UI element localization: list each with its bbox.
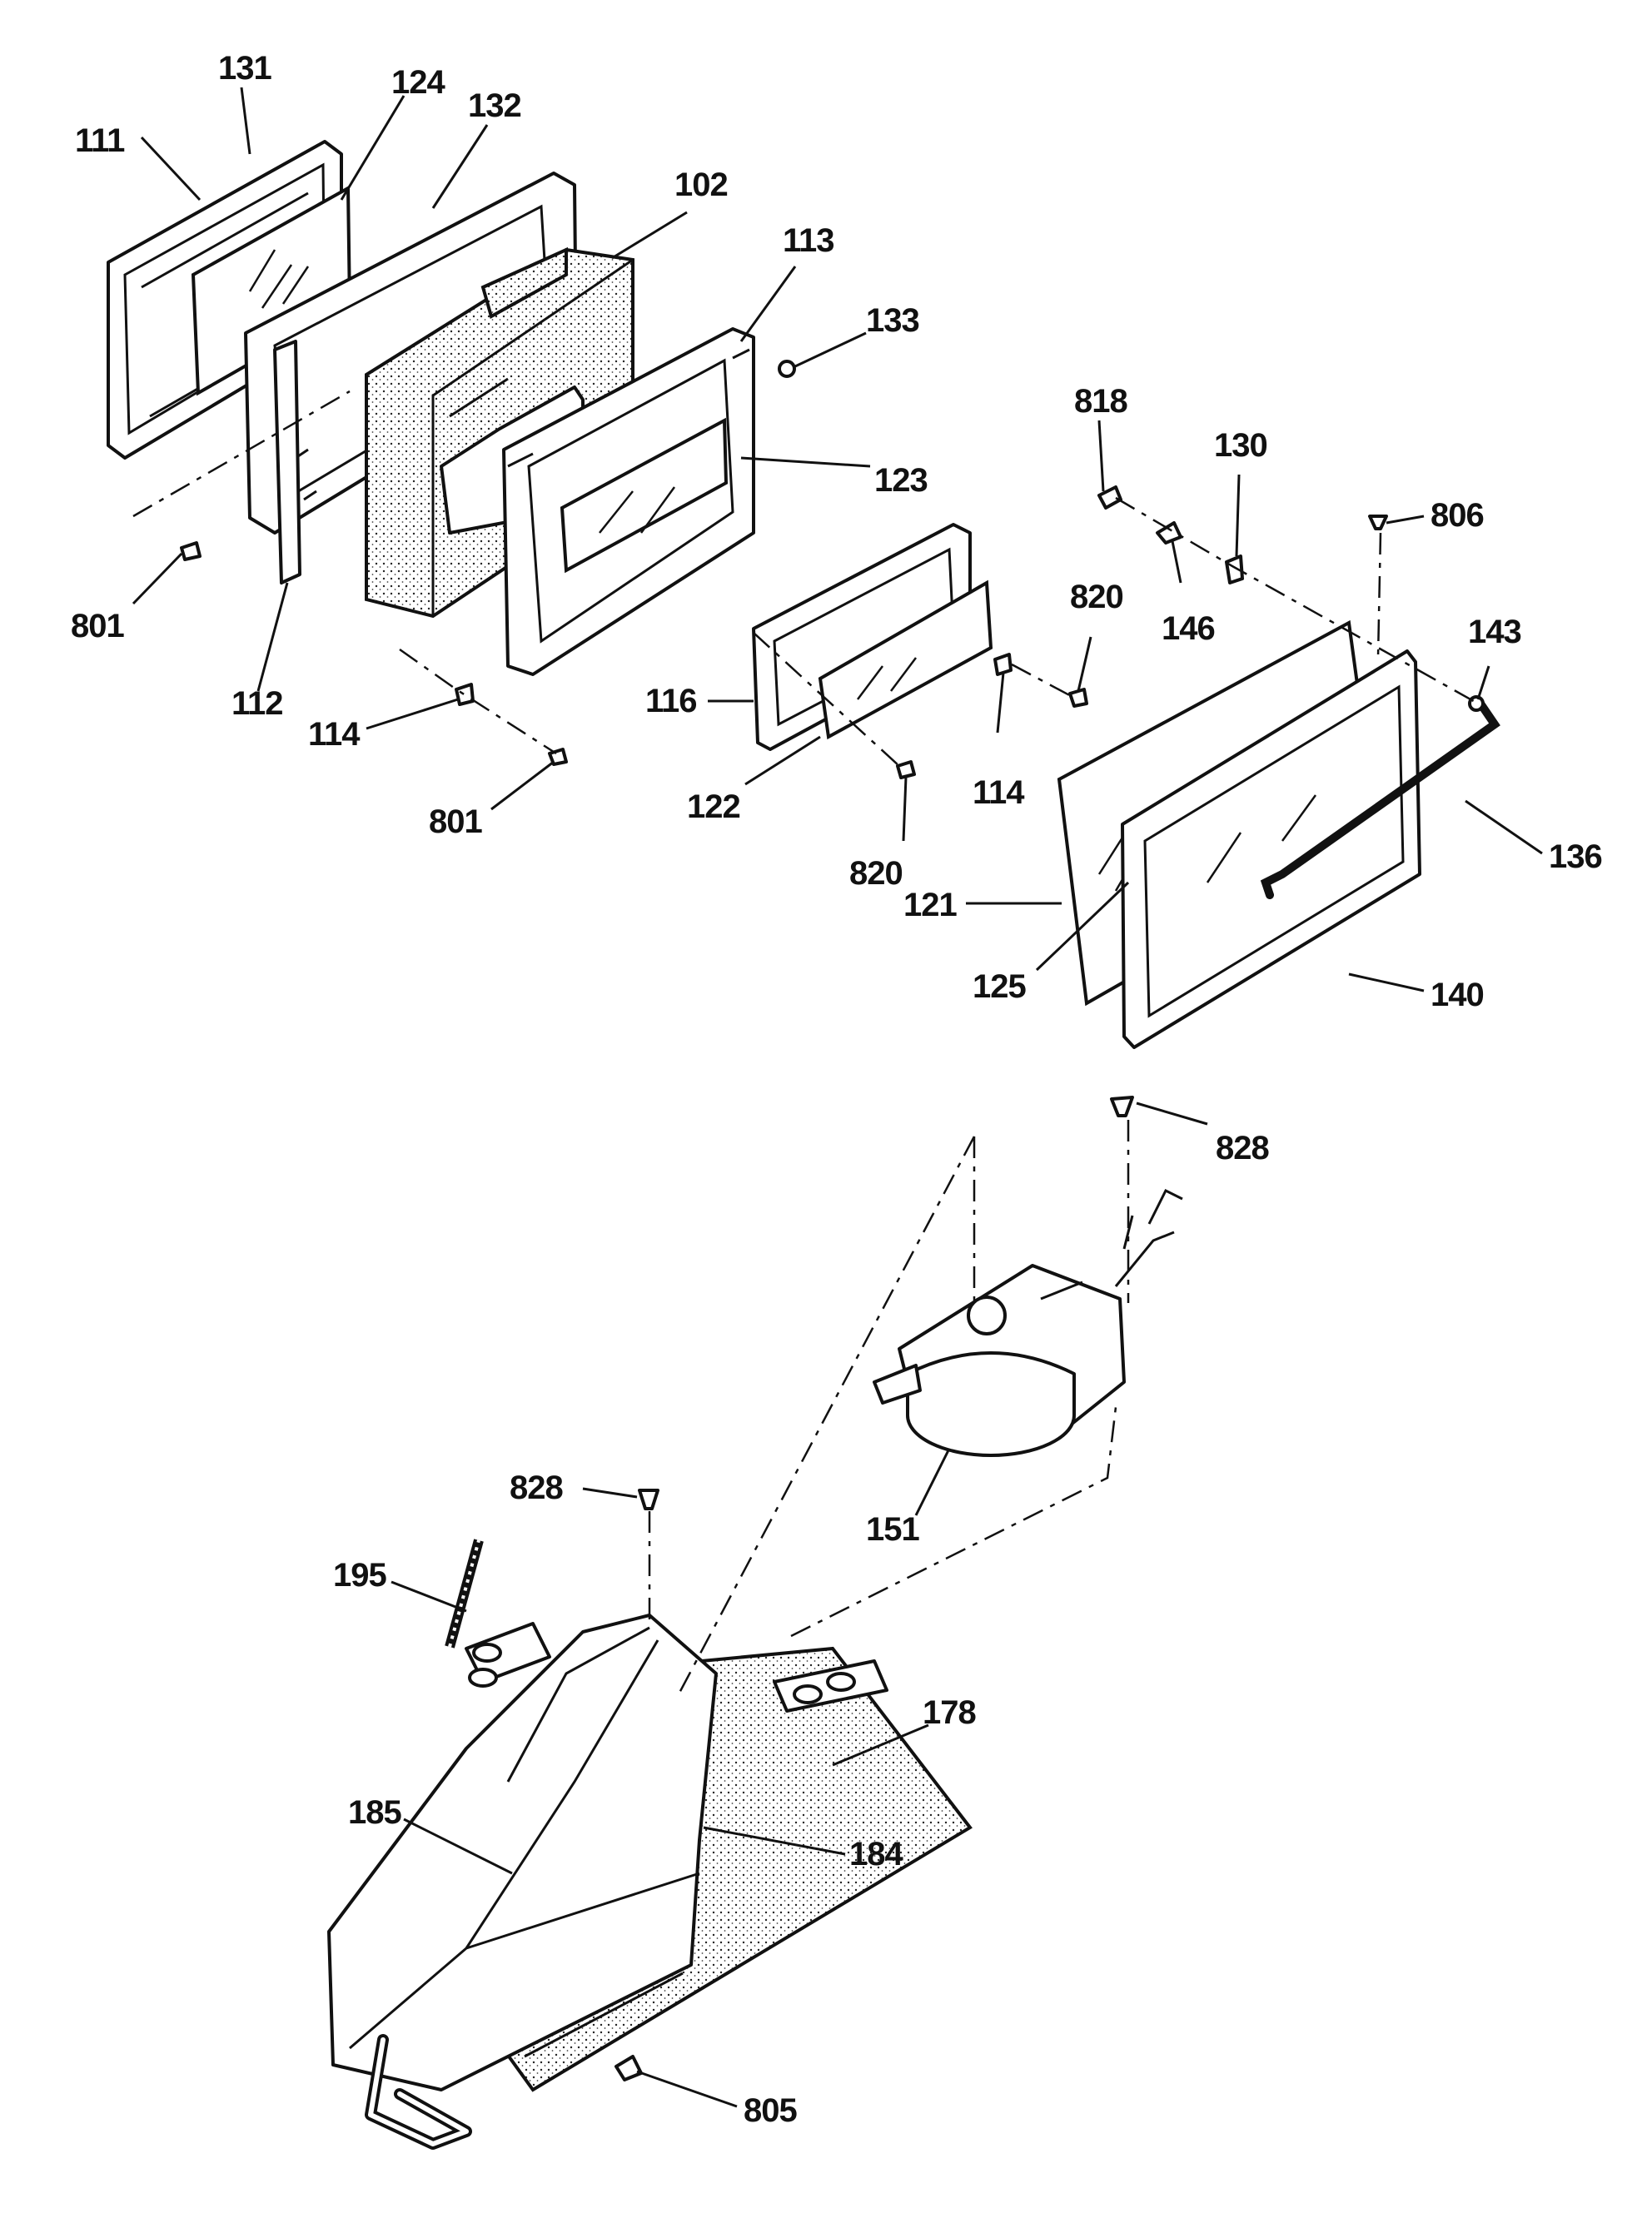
callout-131: 131 bbox=[218, 50, 271, 87]
callout-121: 121 bbox=[903, 887, 957, 923]
guide-channel-184-185 bbox=[327, 1614, 888, 2150]
callout-828b: 828 bbox=[510, 1470, 563, 1506]
alignment-line bbox=[677, 1136, 976, 1695]
callout-801b: 801 bbox=[429, 803, 482, 840]
window-glass-123 bbox=[560, 417, 729, 574]
screw-805 bbox=[615, 2055, 643, 2081]
screw-820-upper bbox=[1068, 688, 1088, 708]
screw-820-lower bbox=[896, 760, 916, 779]
callout-114b: 114 bbox=[973, 774, 1025, 811]
callout-820a: 820 bbox=[1070, 579, 1123, 615]
callout-114a: 114 bbox=[308, 716, 361, 753]
callout-140: 140 bbox=[1431, 977, 1484, 1013]
spring-195 bbox=[445, 1539, 484, 1649]
stirrer-motor-151 bbox=[873, 1188, 1183, 1457]
callout-820b: 820 bbox=[849, 855, 903, 892]
door-side-trim-112 bbox=[273, 340, 301, 584]
callout-806: 806 bbox=[1431, 497, 1484, 534]
callout-112: 112 bbox=[231, 685, 283, 722]
callout-133: 133 bbox=[866, 302, 919, 339]
alignment-line bbox=[1115, 496, 1479, 705]
callout-125: 125 bbox=[973, 968, 1026, 1005]
latch-146 bbox=[1156, 521, 1182, 545]
callout-828a: 828 bbox=[1216, 1130, 1269, 1166]
callout-132: 132 bbox=[468, 87, 521, 124]
alignment-line bbox=[132, 390, 557, 755]
callout-818: 818 bbox=[1074, 383, 1127, 420]
callout-102: 102 bbox=[674, 167, 728, 203]
callout-146: 146 bbox=[1162, 610, 1215, 647]
callout-184: 184 bbox=[849, 1836, 903, 1872]
nut-133 bbox=[778, 360, 796, 378]
callout-123: 123 bbox=[874, 462, 928, 499]
handle-wire-136 bbox=[1260, 699, 1500, 899]
callout-801a: 801 bbox=[71, 608, 124, 644]
screw-801-upper bbox=[180, 541, 202, 561]
clip-130 bbox=[1225, 555, 1244, 584]
shield-glass-122 bbox=[818, 579, 993, 740]
screw-828-lower bbox=[638, 1489, 659, 1510]
callout-116: 116 bbox=[645, 683, 697, 719]
bracket-114-right bbox=[993, 653, 1013, 676]
callout-labels: 111 131 124 132 102 113 133 818 130 806 … bbox=[71, 50, 1603, 2129]
callout-136: 136 bbox=[1549, 838, 1602, 875]
screw-818 bbox=[1097, 485, 1122, 510]
callout-151: 151 bbox=[866, 1511, 919, 1548]
callout-130: 130 bbox=[1214, 427, 1267, 464]
door-frame-140 bbox=[1121, 649, 1421, 1049]
alignment-line bbox=[753, 532, 1382, 767]
callout-113: 113 bbox=[783, 222, 834, 259]
callout-195: 195 bbox=[333, 1557, 386, 1594]
callout-124: 124 bbox=[391, 64, 445, 101]
callout-143: 143 bbox=[1468, 614, 1521, 650]
screw-806 bbox=[1368, 515, 1388, 530]
alignment-line bbox=[648, 1120, 1130, 1638]
leader-lines bbox=[132, 87, 1543, 2108]
bracket-114-left bbox=[455, 683, 475, 706]
callout-178: 178 bbox=[923, 1694, 976, 1731]
callout-111: 111 bbox=[75, 122, 125, 159]
callout-185: 185 bbox=[348, 1794, 401, 1831]
screw-828-upper bbox=[1110, 1096, 1134, 1117]
callout-122: 122 bbox=[687, 788, 740, 825]
callout-805: 805 bbox=[744, 2092, 797, 2129]
